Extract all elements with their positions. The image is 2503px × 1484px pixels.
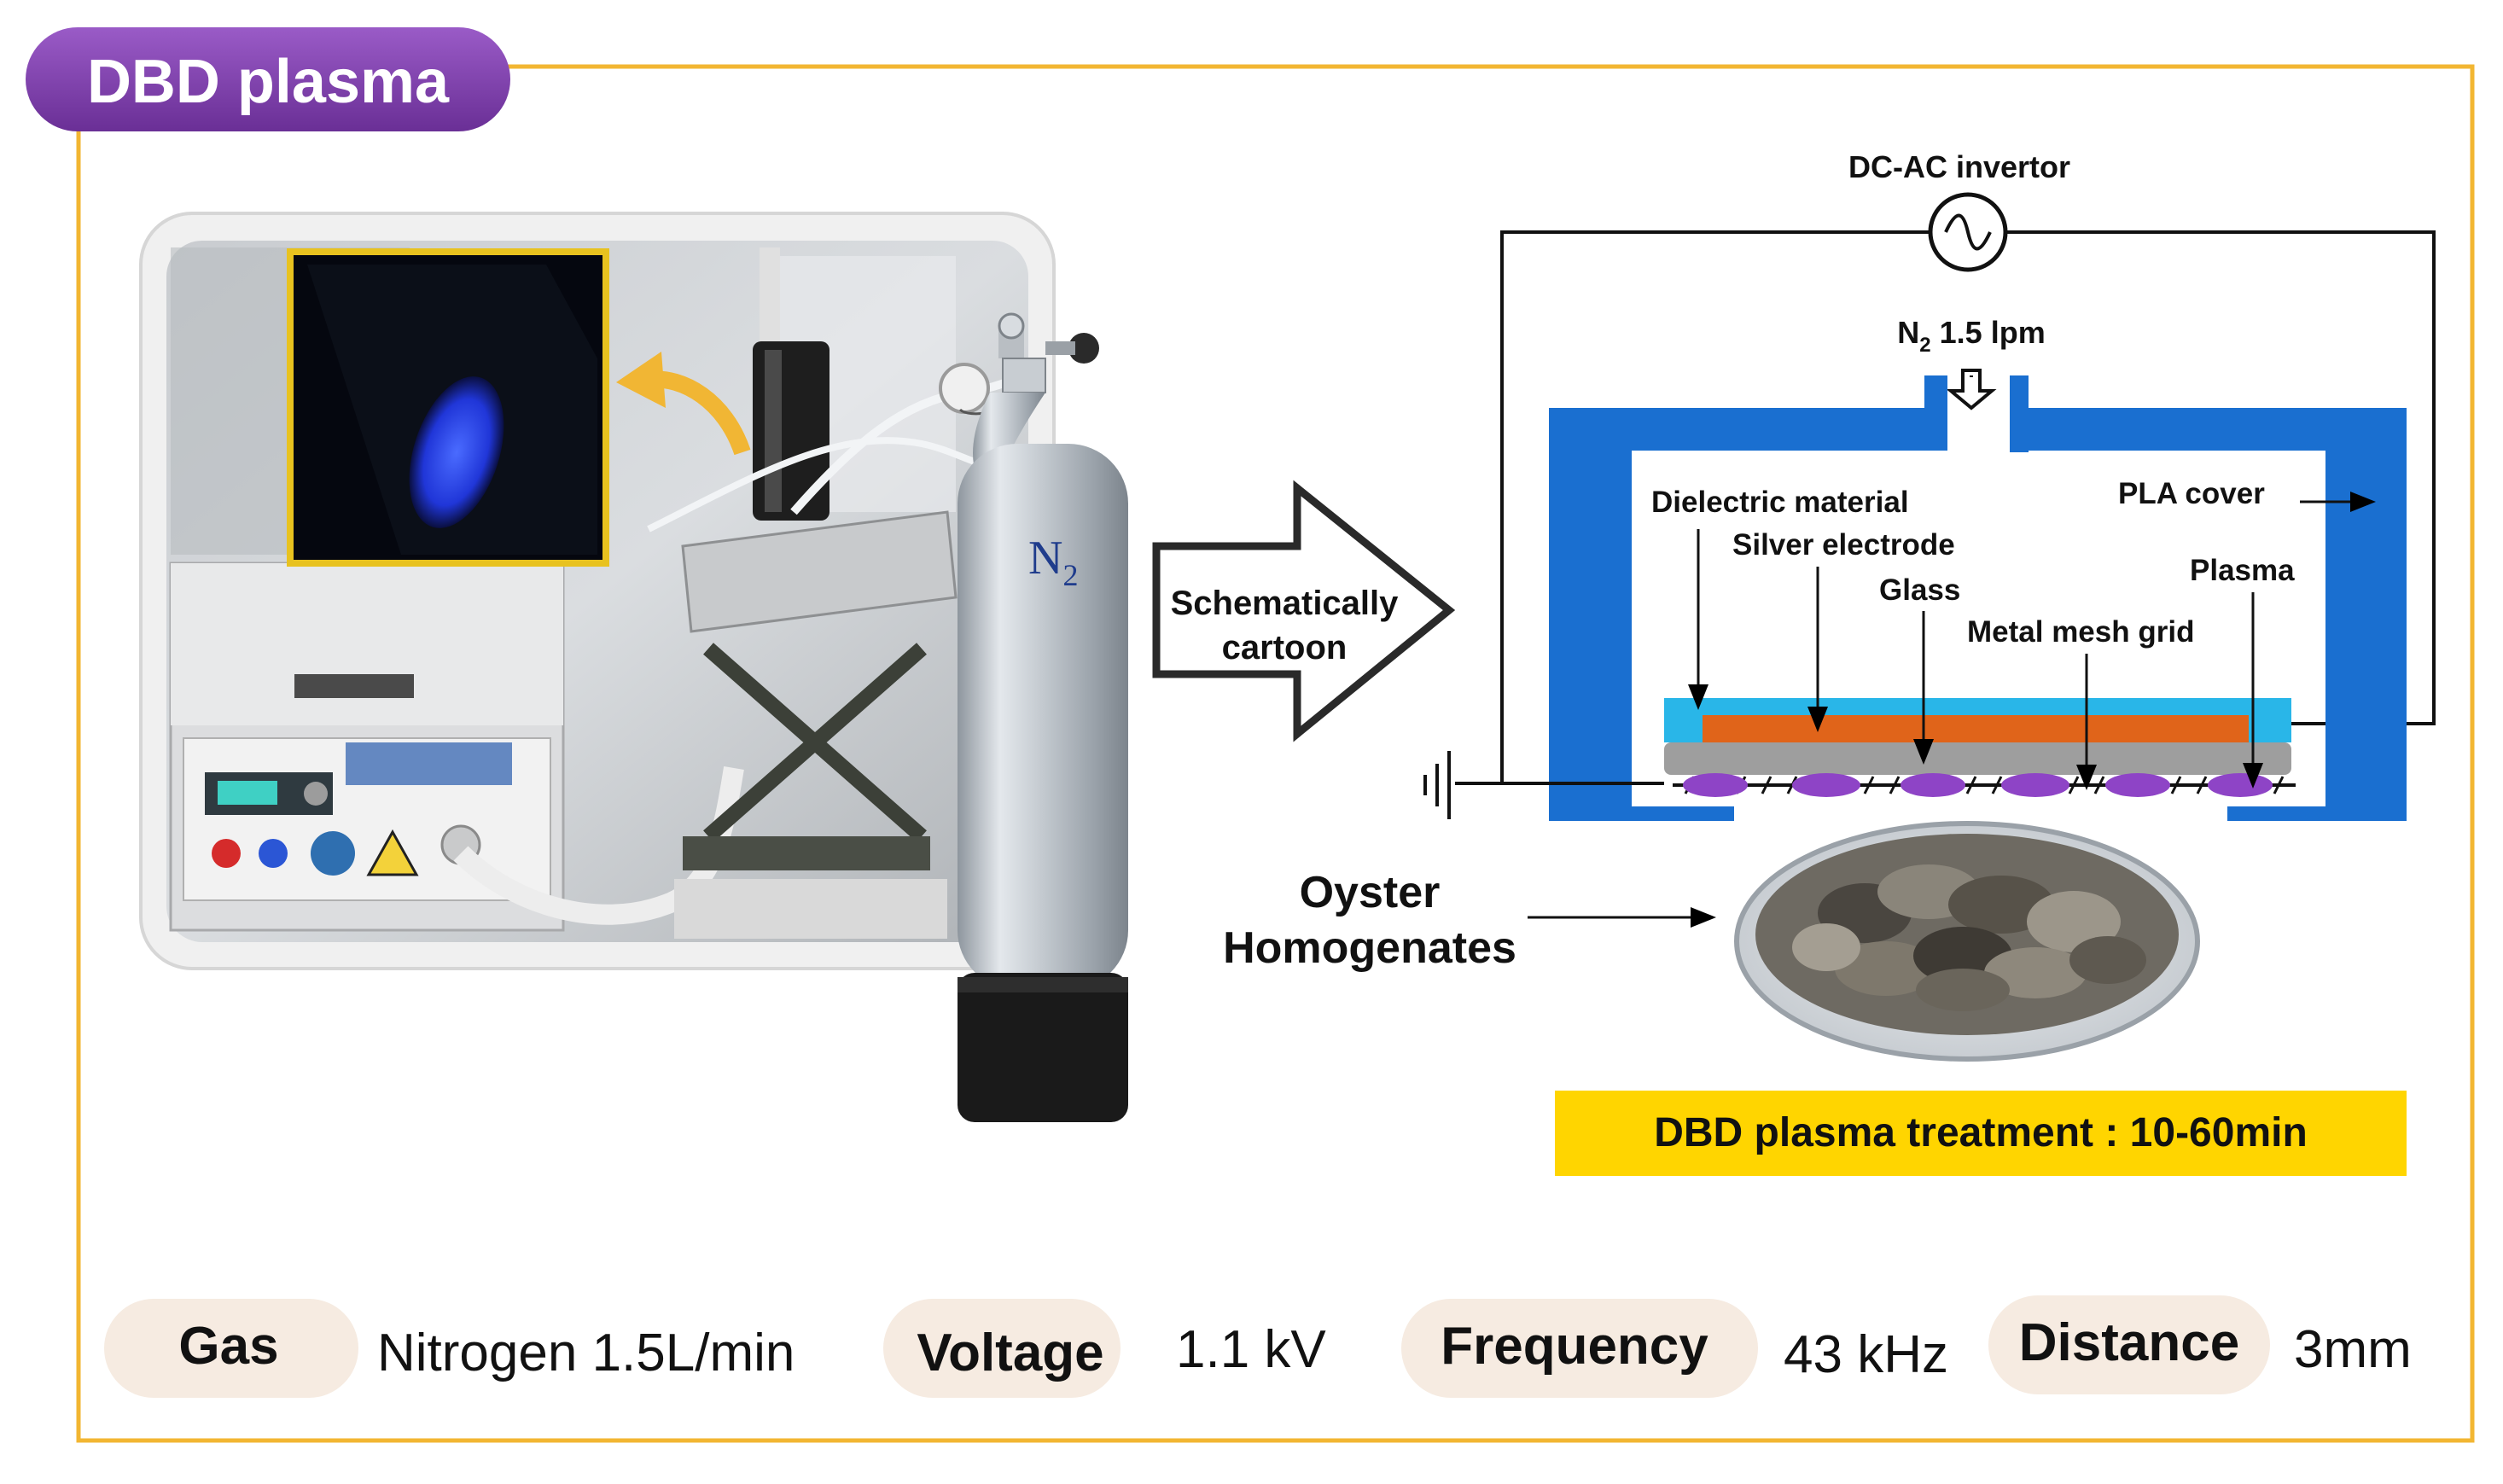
- param-value-distance: 3mm: [2294, 1320, 2412, 1379]
- label-metal-mesh: Metal mesh grid: [1967, 615, 2194, 649]
- title-text: DBD plasma: [87, 48, 450, 116]
- pla-cover-chamber: [1549, 375, 1947, 821]
- param-pill-gas: [104, 1299, 358, 1398]
- param-value-voltage: 1.1 kV: [1176, 1320, 1326, 1379]
- treatment-bar: [1555, 1091, 2407, 1176]
- silver-electrode-layer: [1703, 715, 2249, 742]
- lab-jack: [674, 510, 958, 939]
- arrow-label-line2: cartoon: [1222, 629, 1348, 666]
- param-label-voltage: Voltage: [917, 1324, 1103, 1382]
- power-supply-unit: [169, 562, 565, 932]
- petri-dish: [1734, 821, 2200, 1062]
- cylinder-label: N2: [1028, 532, 1078, 592]
- plasma-discharges: [1683, 773, 2273, 797]
- label-pla-cover: PLA cover: [2118, 477, 2265, 510]
- label-silver-electrode: Silver electrode: [1732, 528, 1955, 562]
- param-label-gas: Gas: [178, 1317, 278, 1376]
- param-value-frequency: 43 kHz: [1784, 1325, 1948, 1384]
- inset-plasma-glow: [287, 248, 609, 567]
- label-plasma: Plasma: [2190, 554, 2295, 587]
- param-label-frequency: Frequency: [1441, 1317, 1708, 1376]
- param-pill-frequency: [1401, 1299, 1758, 1398]
- param-pill-distance: [1988, 1295, 2270, 1394]
- outer-frame: [76, 64, 2475, 1443]
- label-dielectric: Dielectric material: [1651, 486, 1909, 519]
- ground-icon: [1423, 751, 1451, 819]
- treatment-text: DBD plasma treatment : 10-60min: [1654, 1110, 2308, 1155]
- dbd-schematic: DC-AC invertor N2 1.5 lpm: [1223, 149, 2436, 1176]
- gas-inlet-arrow-icon: [1946, 369, 1997, 410]
- nitrogen-cylinder: N2: [939, 312, 1128, 1122]
- glass-layer: [1664, 742, 2291, 775]
- parameters-row: Gas Nitrogen 1.5L/min Voltage 1.1 kV Fre…: [104, 1295, 2412, 1398]
- circuit-wire: [1500, 230, 1930, 783]
- title-badge: DBD plasma: [26, 27, 510, 131]
- param-label-distance: Distance: [2019, 1313, 2239, 1372]
- arrow-label-line1: Schematically: [1171, 585, 1400, 622]
- apparatus-photo: [139, 212, 1056, 970]
- schematic-arrow: Schematically cartoon: [1152, 480, 1456, 742]
- sample-label-line2: Homogenates: [1223, 923, 1516, 973]
- ac-source-icon: [1928, 192, 2008, 272]
- param-pill-voltage: [883, 1299, 1121, 1398]
- label-glass: Glass: [1879, 573, 1960, 607]
- pla-cover-chamber-right: [2010, 408, 2407, 821]
- gas-flow-label: N2 1.5 lpm: [1897, 315, 2045, 357]
- sample-label-line1: Oyster: [1300, 868, 1441, 917]
- oyster-meat: [1792, 864, 2146, 1011]
- param-value-gas: Nitrogen 1.5L/min: [377, 1324, 795, 1382]
- power-supply-label: DC-AC invertor: [1848, 149, 2070, 184]
